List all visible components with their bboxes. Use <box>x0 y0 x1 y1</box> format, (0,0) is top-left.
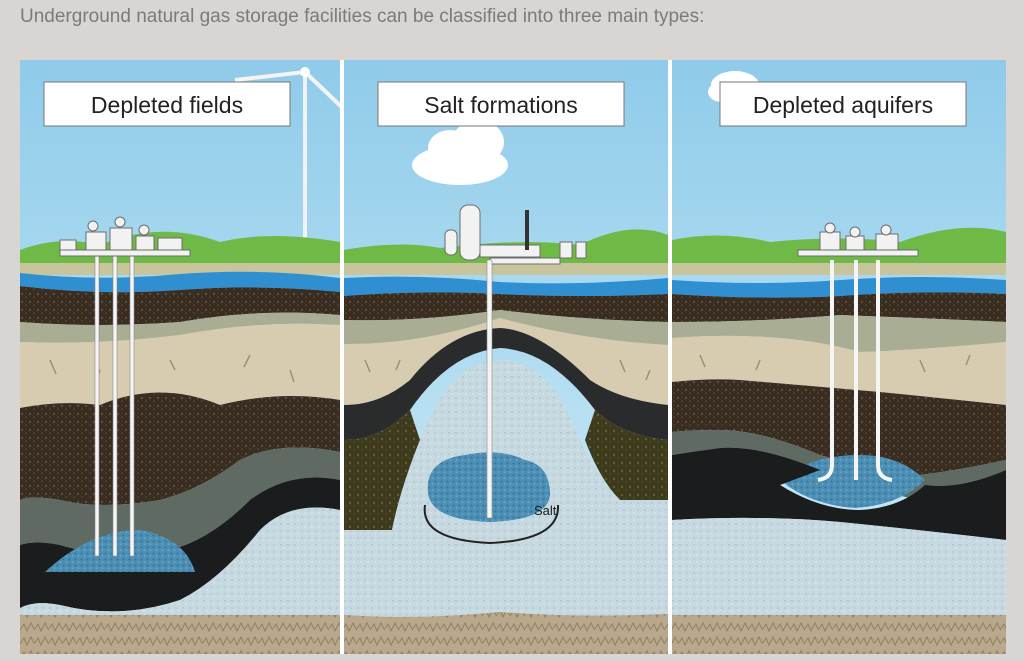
panel-label-depleted-aquifers: Depleted aquifers <box>753 92 933 118</box>
aquifer-gas-zone <box>780 455 925 508</box>
cloud-icon <box>412 120 508 185</box>
wellhead-equipment-icon <box>797 222 919 257</box>
gas-facility-icon <box>444 204 587 265</box>
panel-label-box <box>719 81 967 127</box>
panel-depleted-aquifers: Depleted aquifers <box>672 60 1006 654</box>
storage-types-diagram: Depleted fields <box>20 60 1006 654</box>
panel-depleted-fields: Depleted fields <box>20 60 352 654</box>
diagram-svg: Depleted fields <box>20 60 1006 654</box>
wellhead-equipment-icon <box>59 216 191 257</box>
salt-well-pipe <box>486 259 493 519</box>
well-pipes <box>817 260 893 482</box>
panel-label-box <box>43 81 291 127</box>
caption: Underground natural gas storage faciliti… <box>20 6 705 27</box>
panel-label-depleted-fields: Depleted fields <box>91 92 243 118</box>
panel-salt-formations: Salt Salt formations <box>344 60 668 654</box>
salt-annotation: Salt <box>534 503 557 518</box>
panel-label-salt-formations: Salt formations <box>424 92 577 118</box>
panel-label-box <box>377 81 625 127</box>
